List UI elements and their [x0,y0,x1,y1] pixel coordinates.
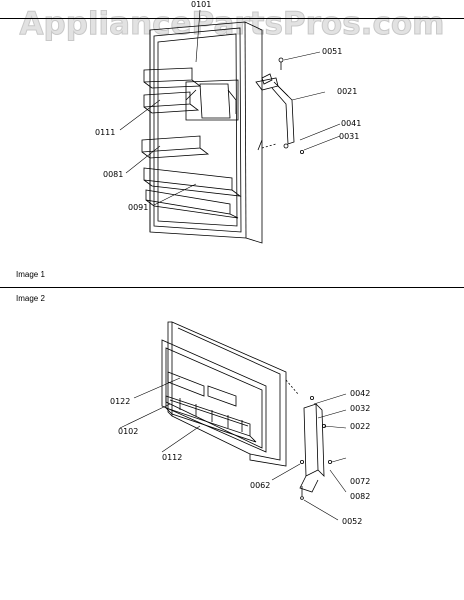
callout-0091: 0091 [128,203,149,212]
callout-0021: 0021 [337,87,358,96]
callout-0122: 0122 [110,397,131,406]
callout-0111: 0111 [95,128,116,137]
callout-0081: 0081 [103,170,124,179]
callout-0051: 0051 [322,47,343,56]
callout-0082: 0082 [350,492,371,501]
callout-0062: 0062 [250,481,271,490]
callout-0042: 0042 [350,389,371,398]
callout-0022: 0022 [350,422,371,431]
leader-lines-1 [119,9,341,206]
callout-0052: 0052 [342,517,363,526]
section-rule-middle [0,287,464,288]
door-assembly-2 [161,321,332,500]
leader-lines-2 [119,377,347,521]
callout-0101: 0101 [191,0,212,9]
section-rule-top [0,18,464,19]
callout-0102: 0102 [118,427,139,436]
callout-0032: 0032 [350,404,371,413]
site-watermark: AppliancePartsPros.com [19,6,445,43]
callout-0041: 0041 [341,119,362,128]
callout-0112: 0112 [162,453,183,462]
callout-0031: 0031 [339,132,360,141]
door-assembly-1 [141,21,304,244]
image-2-label: Image 2 [16,294,45,303]
callout-0072: 0072 [350,477,371,486]
image-1-label: Image 1 [16,270,45,279]
